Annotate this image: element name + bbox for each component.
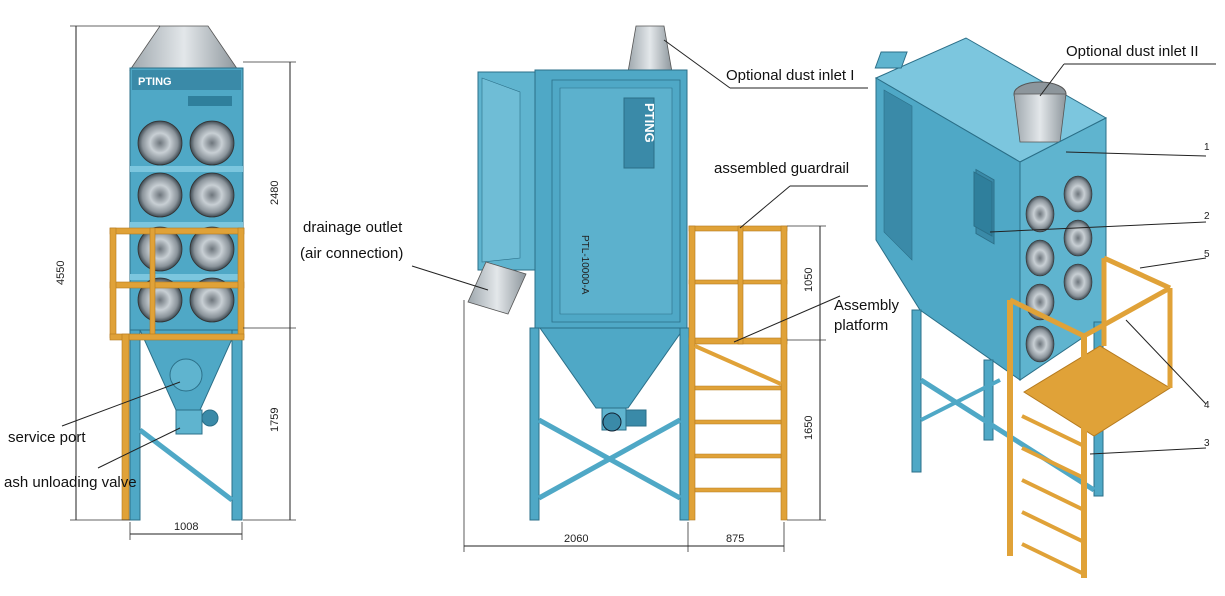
front-view: PTING <box>4 25 403 540</box>
front-top-duct <box>129 25 239 71</box>
label-service-port: service port <box>8 429 86 446</box>
label-dust-inlet-2: Optional dust inlet II <box>1066 43 1199 60</box>
isometric-view: Optional dust inlet II 1 2 5 4 3 <box>874 37 1216 578</box>
side-valve-motor <box>602 412 622 432</box>
front-filters <box>137 120 235 323</box>
front-model-plate <box>188 96 232 106</box>
side-view: PTING PTL-10000-A <box>411 25 900 552</box>
filter-cartridge <box>137 172 183 218</box>
iso-leg <box>911 309 922 473</box>
front-ash-valve <box>175 409 203 435</box>
filter-cartridge <box>137 120 183 166</box>
front-guardrail <box>109 227 245 521</box>
part-number-1: 1 <box>1204 142 1210 153</box>
front-leg-right <box>231 329 243 521</box>
dim-front-width: 1008 <box>174 521 198 533</box>
filter-cartridge <box>189 120 235 166</box>
front-band <box>130 222 243 228</box>
label-air-connection: (air connection) <box>300 245 403 262</box>
filter-cartridge <box>189 226 235 272</box>
part-number-3: 3 <box>1204 438 1210 449</box>
dim-rail-height: 1050 <box>803 268 815 292</box>
front-logo: PTING <box>138 76 172 88</box>
side-leg-right <box>679 327 690 521</box>
front-header-band <box>132 70 241 90</box>
dim-platform-height: 1650 <box>803 416 815 440</box>
iso-filters <box>1025 175 1093 363</box>
side-hopper <box>539 327 685 409</box>
front-band <box>130 166 243 172</box>
front-service-port <box>169 358 203 392</box>
part-number-2: 2 <box>1204 211 1210 222</box>
label-drainage-outlet: drainage outlet <box>303 219 403 236</box>
side-logo-plate <box>623 97 655 169</box>
label-ash-valve: ash unloading valve <box>4 474 137 491</box>
filter-cartridge <box>137 277 183 323</box>
part-number-4: 4 <box>1204 400 1210 411</box>
label-platform: platform <box>834 317 888 334</box>
front-brace <box>138 428 234 502</box>
filter-cartridge <box>189 172 235 218</box>
iso-leg <box>983 359 994 441</box>
filter-cartridge <box>189 277 235 323</box>
iso-logo-plate <box>973 171 993 237</box>
side-platform <box>688 225 788 521</box>
label-assembled-guardrail: assembled guardrail <box>714 160 849 177</box>
side-model-label: PTL-10000-A <box>579 235 590 295</box>
iso-platform <box>1007 255 1173 578</box>
part-number-5: 5 <box>1204 249 1210 260</box>
side-logo: PTING <box>642 103 657 143</box>
dim-platform-width: 875 <box>726 533 744 545</box>
label-dust-inlet-1: Optional dust inlet I <box>726 67 854 84</box>
filter-cartridge <box>137 226 183 272</box>
dim-upper-height: 2480 <box>269 181 281 205</box>
dim-side-width: 2060 <box>564 533 588 545</box>
label-assembly: Assembly <box>834 297 900 314</box>
side-leg-left <box>529 327 540 521</box>
dim-total-height: 4550 <box>55 261 67 285</box>
front-band <box>130 274 243 280</box>
side-top-duct <box>627 25 673 73</box>
dim-lower-height: 1759 <box>269 408 281 432</box>
front-leg-left <box>129 329 141 521</box>
side-drainage-pipe <box>467 261 527 315</box>
front-valve-motor <box>201 409 219 427</box>
